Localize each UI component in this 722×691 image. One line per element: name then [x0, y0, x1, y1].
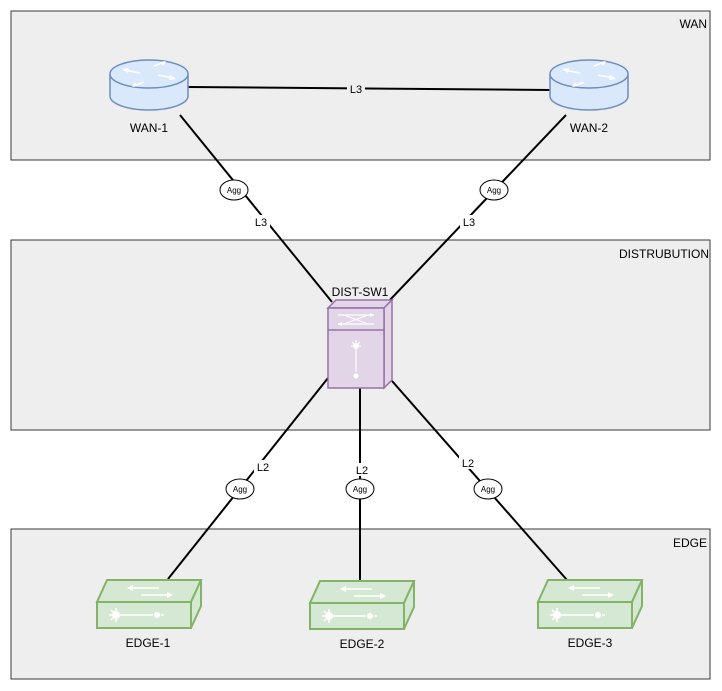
link-wan1-dist [179, 114, 333, 303]
agg-label: Agg [481, 485, 495, 494]
link-label-dist-edge3: L2 [462, 458, 474, 470]
edge1-label: EDGE-1 [126, 636, 171, 650]
wan-zone-label: WAN [679, 17, 707, 31]
agg-marker-wan2: Agg [479, 179, 509, 201]
agg-label: Agg [227, 186, 241, 195]
agg-label: Agg [233, 485, 247, 494]
dist-sw1-label: DIST-SW1 [332, 285, 389, 299]
distribution-zone-label: DISTRUBUTION [619, 247, 709, 261]
edge3-label: EDGE-3 [568, 636, 613, 650]
agg-label: Agg [353, 485, 367, 494]
link-label-wan-peer: L3 [350, 84, 362, 96]
link-wan2-dist [387, 114, 567, 303]
link-dist-edge1 [167, 377, 329, 580]
switch-icon[interactable] [309, 580, 415, 630]
agg-marker-edge3: Agg [473, 478, 503, 500]
wan2-label: WAN-2 [570, 121, 609, 135]
agg-label: Agg [487, 186, 501, 195]
router-icon[interactable] [109, 59, 189, 111]
wan1-label: WAN-1 [130, 121, 169, 135]
link-label-dist-edge1: L2 [257, 462, 269, 474]
switch-icon[interactable] [96, 579, 202, 629]
link-label-wan1-dist: L3 [255, 217, 267, 229]
agg-marker-edge1: Agg [225, 478, 255, 500]
agg-marker-edge2: Agg [345, 478, 375, 500]
agg-marker-wan1: Agg [219, 179, 249, 201]
l3-switch-icon[interactable] [326, 298, 394, 390]
link-label-wan2-dist: L3 [463, 217, 475, 229]
link-wan1-wan2 [187, 86, 551, 91]
edge-zone-label: EDGE [673, 536, 707, 550]
router-icon[interactable] [549, 59, 629, 111]
switch-icon[interactable] [537, 579, 643, 629]
link-label-dist-edge2: L2 [356, 465, 368, 477]
edge2-label: EDGE-2 [340, 637, 385, 651]
